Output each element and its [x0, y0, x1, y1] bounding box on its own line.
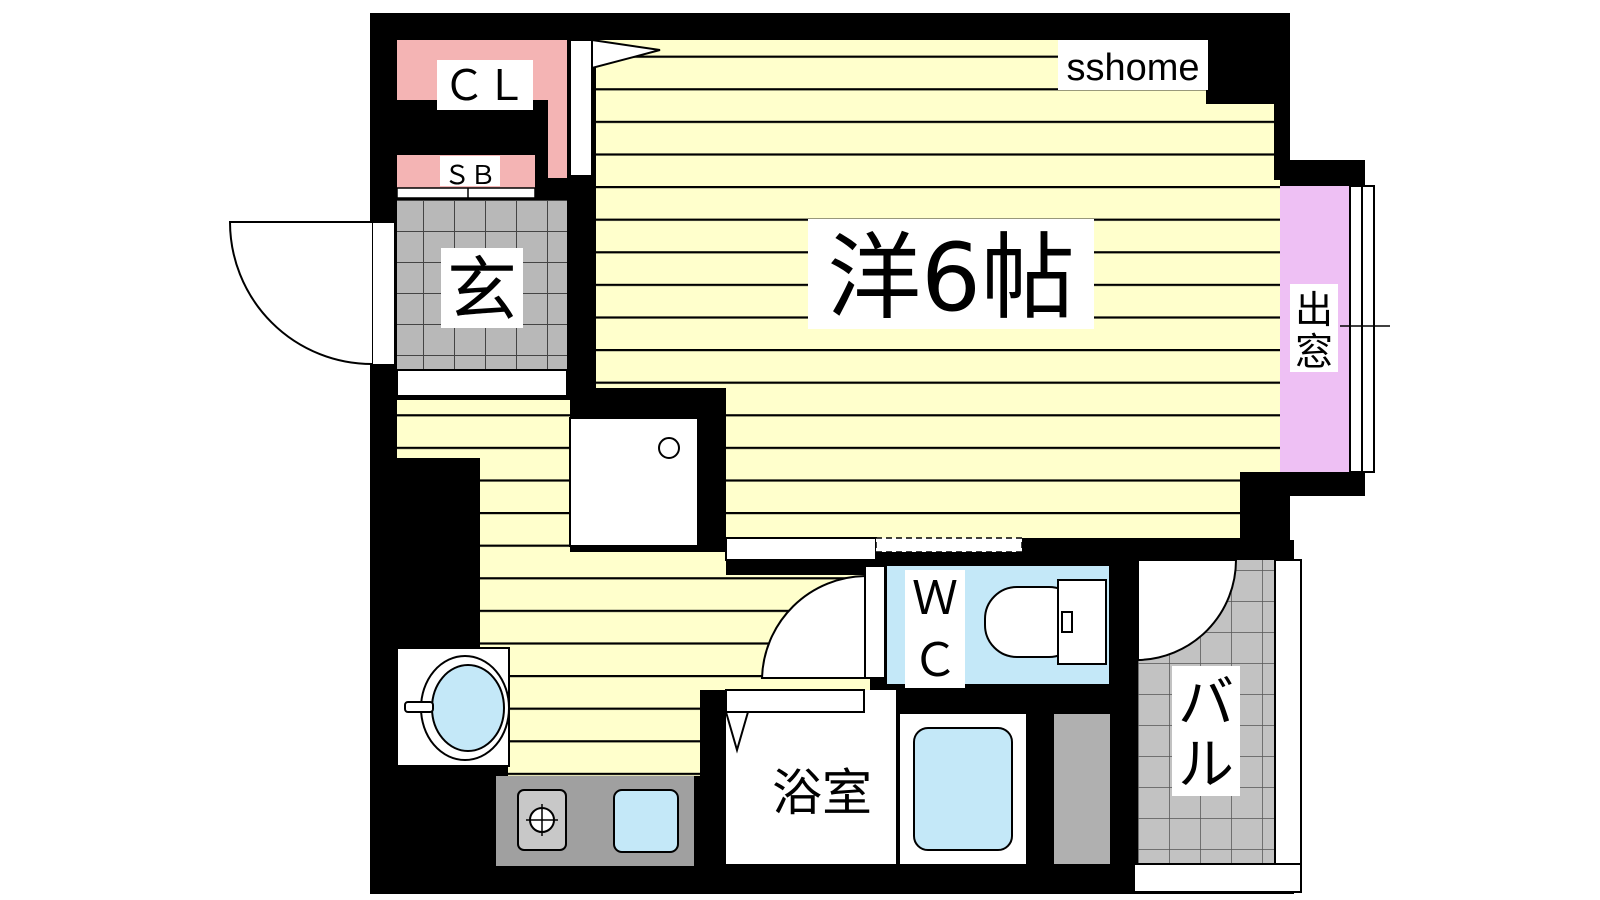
toilet-icon	[984, 579, 1107, 665]
western-room-label: 洋6帖	[827, 224, 1075, 333]
closet-door	[569, 38, 661, 177]
entrance-label: 玄	[447, 249, 517, 331]
balcony-label-2: ル	[1178, 733, 1234, 798]
sink-icon	[613, 789, 679, 853]
corridor-floor	[397, 400, 870, 776]
bathtub-icon	[913, 727, 1013, 851]
shoe-box-label: ＳＢ	[444, 160, 496, 190]
watermark: sshome	[1066, 47, 1199, 89]
wc-door	[760, 574, 866, 679]
entrance-door	[228, 221, 396, 366]
bathroom-label: 浴室	[772, 764, 872, 822]
wc-label-1: Ｗ	[912, 572, 958, 624]
drain-icon	[658, 437, 680, 459]
balcony-door	[1137, 559, 1238, 662]
balcony-label-1: バ	[1178, 671, 1234, 736]
closet-label: ＣＬ	[443, 62, 527, 109]
wc-label-2: Ｃ	[912, 634, 958, 686]
refrigerator-space	[569, 417, 699, 547]
bay-window-label-2: 窓	[1295, 330, 1333, 374]
closet-label-box	[437, 60, 533, 110]
bathroom-area	[726, 690, 896, 864]
bay-window-label-1: 出	[1295, 288, 1333, 332]
